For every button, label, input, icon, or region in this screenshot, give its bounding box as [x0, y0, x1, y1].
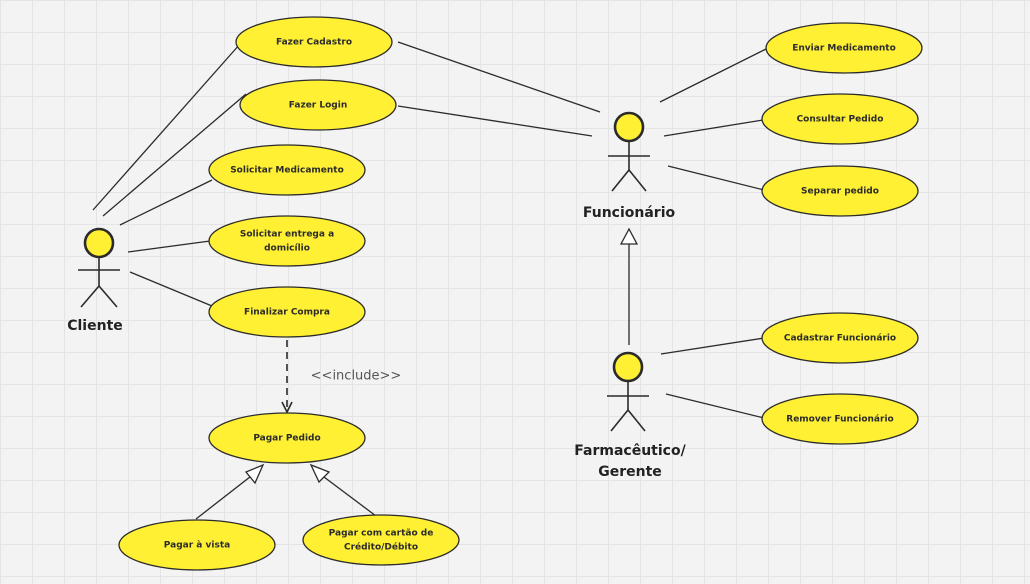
generalization-pagar-a-vista	[195, 463, 265, 520]
line-cliente-solicitar-medicamento	[119, 179, 213, 226]
use-case-label: Finalizar Compra	[244, 308, 330, 318]
use-case-pagar-cartao[interactable]: Pagar com cartão de Crédito/Débito	[302, 514, 460, 566]
use-case-label: Separar pedido	[801, 187, 879, 197]
actor-label-farmaceutico-line-1: Farmacêutico/	[574, 443, 686, 459]
line-funcionario-fazer-cadastro	[397, 41, 601, 113]
use-case-pagar-a-vista[interactable]: Pagar à vista	[118, 519, 276, 571]
line-cliente-fazer-cadastro	[92, 43, 241, 211]
actor-label-farmaceutico-line-2: Gerente	[598, 464, 662, 480]
use-case-label: Fazer Cadastro	[276, 38, 352, 48]
use-case-label-line-2: Crédito/Débito	[344, 542, 418, 553]
actor-funcionario[interactable]: Funcionário	[583, 111, 676, 221]
use-case-label: Enviar Medicamento	[792, 44, 896, 54]
line-funcionario-fazer-login	[397, 105, 593, 137]
use-case-fazer-cadastro[interactable]: Fazer Cadastro	[235, 16, 393, 68]
line-funcionario-separar	[667, 165, 765, 191]
use-case-label: Pagar Pedido	[253, 434, 320, 444]
use-case-label: Cadastrar Funcionário	[784, 334, 896, 344]
use-case-pagar-pedido[interactable]: Pagar Pedido	[208, 412, 366, 464]
line-funcionario-enviar	[659, 47, 769, 103]
use-case-label-line-1: Solicitar entrega a	[240, 230, 334, 240]
use-case-fazer-login[interactable]: Fazer Login	[239, 79, 397, 131]
generalization-farmaceutico-funcionario	[619, 227, 639, 345]
use-case-label: Consultar Pedido	[797, 115, 884, 125]
use-case-solicitar-entrega[interactable]: Solicitar entrega a domicílio	[208, 215, 366, 267]
use-case-label: Solicitar Medicamento	[230, 166, 344, 176]
use-case-label: Remover Funcionário	[786, 415, 893, 425]
association-lines	[92, 41, 769, 419]
actor-label-funcionario: Funcionário	[583, 205, 676, 221]
actor-label-cliente: Cliente	[67, 318, 123, 334]
line-cliente-solicitar-entrega	[127, 240, 211, 253]
use-case-remover-funcionario[interactable]: Remover Funcionário	[761, 393, 919, 445]
use-case-finalizar-compra[interactable]: Finalizar Compra	[208, 286, 366, 338]
use-case-solicitar-medicamento[interactable]: Solicitar Medicamento	[208, 144, 366, 196]
actor-cliente[interactable]: Cliente	[67, 227, 123, 334]
actor-farmaceutico-gerente[interactable]: Farmacêutico/ Gerente	[574, 351, 687, 480]
include-label: <<include>>	[311, 369, 402, 384]
use-case-label-line-2: domicílio	[264, 244, 310, 254]
use-case-label: Fazer Login	[289, 101, 347, 111]
use-case-separar-pedido[interactable]: Separar pedido	[761, 165, 919, 217]
line-farmaceutico-cadastrar	[660, 337, 765, 355]
use-case-enviar-medicamento[interactable]: Enviar Medicamento	[765, 22, 923, 74]
use-case-consultar-pedido[interactable]: Consultar Pedido	[761, 93, 919, 145]
actor-head-icon	[83, 227, 115, 259]
use-case-cadastrar-funcionario[interactable]: Cadastrar Funcionário	[761, 312, 919, 364]
use-case-label-line-1: Pagar com cartão de	[329, 529, 434, 539]
generalization-pagar-cartao	[309, 463, 381, 520]
use-case-label: Pagar à vista	[164, 541, 230, 551]
line-cliente-finalizar-compra	[129, 271, 213, 307]
line-funcionario-consultar	[663, 119, 764, 137]
line-farmaceutico-remover	[665, 393, 765, 419]
line-cliente-fazer-login	[102, 93, 247, 217]
actor-head-icon	[613, 111, 645, 143]
actor-head-icon	[612, 351, 644, 383]
